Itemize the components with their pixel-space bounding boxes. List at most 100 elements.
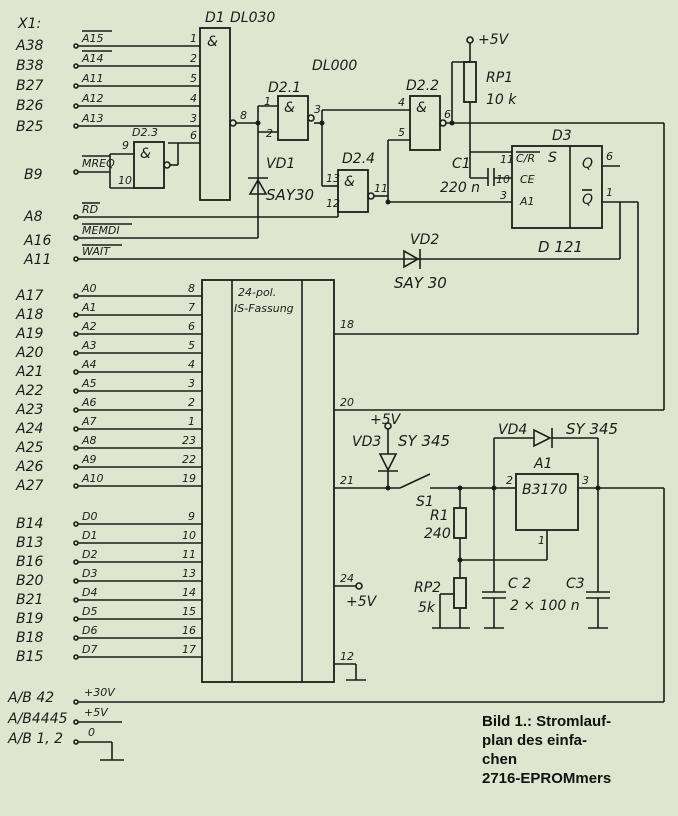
signal-label: A9 — [81, 453, 97, 466]
pin-label: B18 — [16, 630, 44, 646]
pin-label: B27 — [16, 78, 44, 94]
signal-label: A12 — [81, 92, 104, 105]
pin-number: 6 — [190, 129, 197, 142]
signal-label: +30V — [84, 686, 116, 699]
capacitor-value: 220 n — [440, 180, 480, 196]
d1-input-wires: A15 A14 A11 A12 A13 1 2 5 4 3 6 8 — [73, 30, 247, 144]
socket-label: 24-pol. — [238, 286, 276, 299]
regulator-a1: A1 B3170 2 3 1 — [460, 456, 665, 702]
gate-ref: D2.4 — [342, 151, 375, 167]
pin-label: A20 — [15, 345, 43, 361]
pin-label: A22 — [15, 383, 43, 399]
gate-d2-2: D2.2 & 4 5 6 — [321, 78, 665, 410]
capacitor-ref: C1 — [452, 156, 471, 172]
pin-number: 6 — [606, 150, 613, 163]
signal-label: D5 — [82, 605, 97, 618]
signal-label: RD — [82, 203, 98, 216]
diode-vd3: +5V VD3 SY 345 — [352, 412, 450, 488]
chip-pin-label: Q — [582, 192, 593, 208]
gate-ref: D2.3 — [132, 126, 158, 139]
pin-number: 3 — [500, 189, 507, 202]
pin-label: A26 — [15, 459, 43, 475]
diode-vd4: VD4 SY 345 — [493, 420, 618, 488]
signal-label: D3 — [82, 567, 97, 580]
pin-label: B25 — [16, 119, 44, 135]
signal-label: A0 — [81, 282, 97, 295]
diode-type: SY 345 — [566, 420, 618, 438]
pin-label: B26 — [16, 98, 44, 114]
chip-pin-label: CE — [520, 173, 535, 186]
gate-ref: D2.1 — [268, 80, 301, 96]
pin-label: A25 — [15, 440, 43, 456]
supply-label: +5V — [478, 32, 510, 48]
switch-ref: S1 — [416, 494, 434, 510]
signal-label: A10 — [81, 472, 104, 485]
pin-number: 1 — [606, 186, 613, 199]
capacitor-value: 2 × 100 n — [510, 598, 580, 614]
chip-d3: D3 C/R CE A1 S Q Q 11 10 3 6 1 D 121 — [496, 128, 621, 259]
signal-label: D1 — [82, 529, 97, 542]
resistor-value: 5k — [418, 600, 436, 616]
pin-number: 24 — [340, 572, 354, 585]
signal-label: A6 — [81, 396, 97, 409]
supply-label: +5V — [370, 412, 402, 428]
chip-d1: D1 DL030 & — [199, 10, 275, 201]
pin-label: B9 — [24, 167, 43, 183]
diode-ref: VD4 — [498, 422, 527, 438]
chip-type: B3170 — [522, 482, 567, 498]
diode-vd1: VD1 SAY30 — [248, 156, 314, 204]
signal-label: D0 — [82, 510, 97, 523]
pin-number: 2 — [190, 52, 197, 65]
signal-label: +5V — [84, 706, 109, 719]
pin-number: 5 — [190, 72, 197, 85]
pin-label: A17 — [15, 288, 43, 304]
signal-label: WAIT — [82, 245, 111, 258]
pin-number: 11 — [500, 153, 514, 166]
svg-text:&: & — [344, 174, 355, 190]
pin-label: A11 — [23, 252, 51, 268]
signal-label: A8 — [81, 434, 97, 447]
pin-number: 23 — [182, 434, 196, 447]
pin-number: 19 — [182, 472, 196, 485]
svg-text:&: & — [284, 100, 295, 116]
svg-text:&: & — [140, 146, 151, 162]
supply-label: +5V — [346, 594, 378, 610]
pin-label: B15 — [16, 649, 44, 665]
pin-number: 6 — [188, 320, 195, 333]
caption-line: plan des einfa- — [482, 732, 588, 749]
signal-label: D4 — [82, 586, 97, 599]
pin-number: 11 — [374, 182, 388, 195]
signal-label: D7 — [82, 643, 97, 656]
pin-number: 2 — [188, 396, 195, 409]
rp1-network: +5V RP1 10 k — [449, 32, 517, 178]
signal-label: A11 — [81, 72, 104, 85]
pin-number: 6 — [444, 108, 451, 121]
signal-label: A3 — [81, 339, 97, 352]
figure-caption: Bild 1.: Stromlauf- plan des einfa- chen… — [482, 712, 672, 788]
pin-number: 7 — [188, 301, 195, 314]
pin-number: 2 — [266, 127, 273, 140]
pin-number: 1 — [188, 415, 195, 428]
diode-type: SY 345 — [398, 432, 450, 450]
pin-label: B20 — [16, 573, 44, 589]
capacitor-ref: C3 — [566, 576, 585, 592]
row-a0: A0 8 — [73, 282, 202, 299]
pin-number: 14 — [182, 586, 196, 599]
pin-number: 13 — [182, 567, 196, 580]
pin-label: A16 — [23, 233, 51, 249]
pin-number: 4 — [398, 96, 405, 109]
chip-type: D 121 — [538, 238, 583, 256]
pin-label: A/B 42 — [7, 690, 54, 706]
signal-label: A4 — [81, 358, 97, 371]
signal-label: MREQ — [82, 157, 115, 170]
signal-label: A14 — [81, 52, 104, 65]
data-wires: D0 9 D1 10 D2 11 D3 13 D4 14 D5 15 D6 16… — [73, 510, 202, 660]
pin-label: A8 — [23, 209, 43, 225]
signal-label: A5 — [81, 377, 97, 390]
signal-label: A1 — [81, 301, 97, 314]
caption-line: Bild 1.: Stromlauf- — [482, 713, 612, 730]
pin-number: 21 — [340, 474, 354, 487]
pin-number: 11 — [182, 548, 196, 561]
pin-number: 18 — [340, 318, 354, 331]
socket-label: IS-Fassung — [234, 302, 294, 315]
